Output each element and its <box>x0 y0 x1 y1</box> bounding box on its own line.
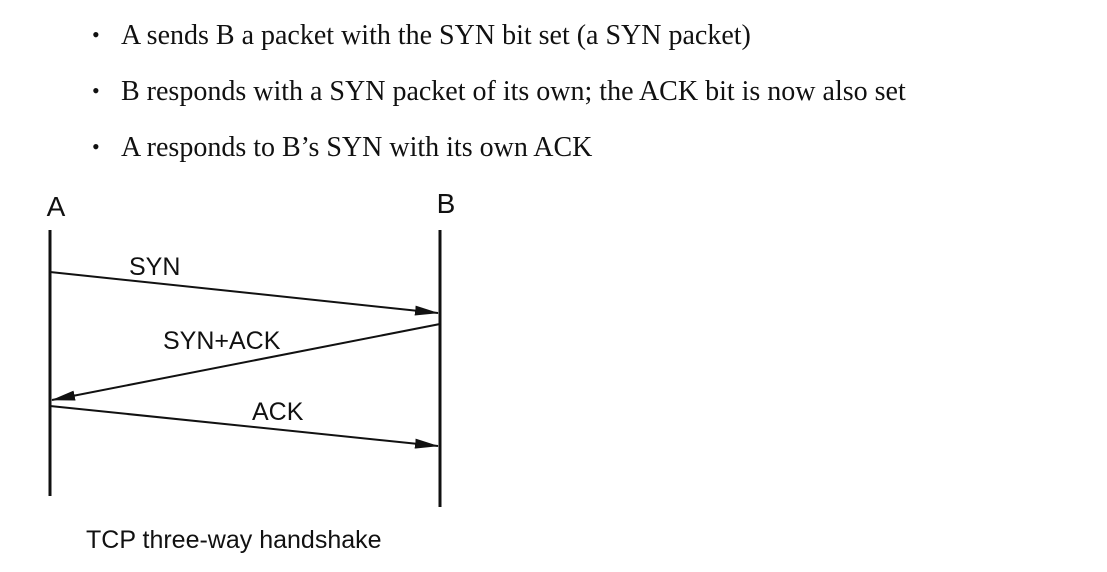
endpoint-a-label: A <box>47 191 66 222</box>
bullet-text: A responds to B’s SYN with its own ACK <box>121 132 593 163</box>
syn-label: SYN <box>129 253 180 281</box>
bullet-marker: • <box>92 134 100 159</box>
handshake-diagram: A B SYN SYN+ACK ACK <box>47 188 456 507</box>
syn-ack-arrow <box>51 323 441 401</box>
syn-arrow <box>49 271 439 316</box>
bullet-marker: • <box>92 22 100 47</box>
bullet-marker: • <box>92 78 100 103</box>
diagram-caption: TCP three-way handshake <box>86 526 382 554</box>
ack-label: ACK <box>252 398 304 426</box>
ack-arrow <box>49 405 439 449</box>
endpoint-b-label: B <box>437 188 456 219</box>
bullet-text: A sends B a packet with the SYN bit set … <box>121 20 751 51</box>
syn-ack-label: SYN+ACK <box>163 327 281 355</box>
bullet-text: B responds with a SYN packet of its own;… <box>121 76 906 107</box>
